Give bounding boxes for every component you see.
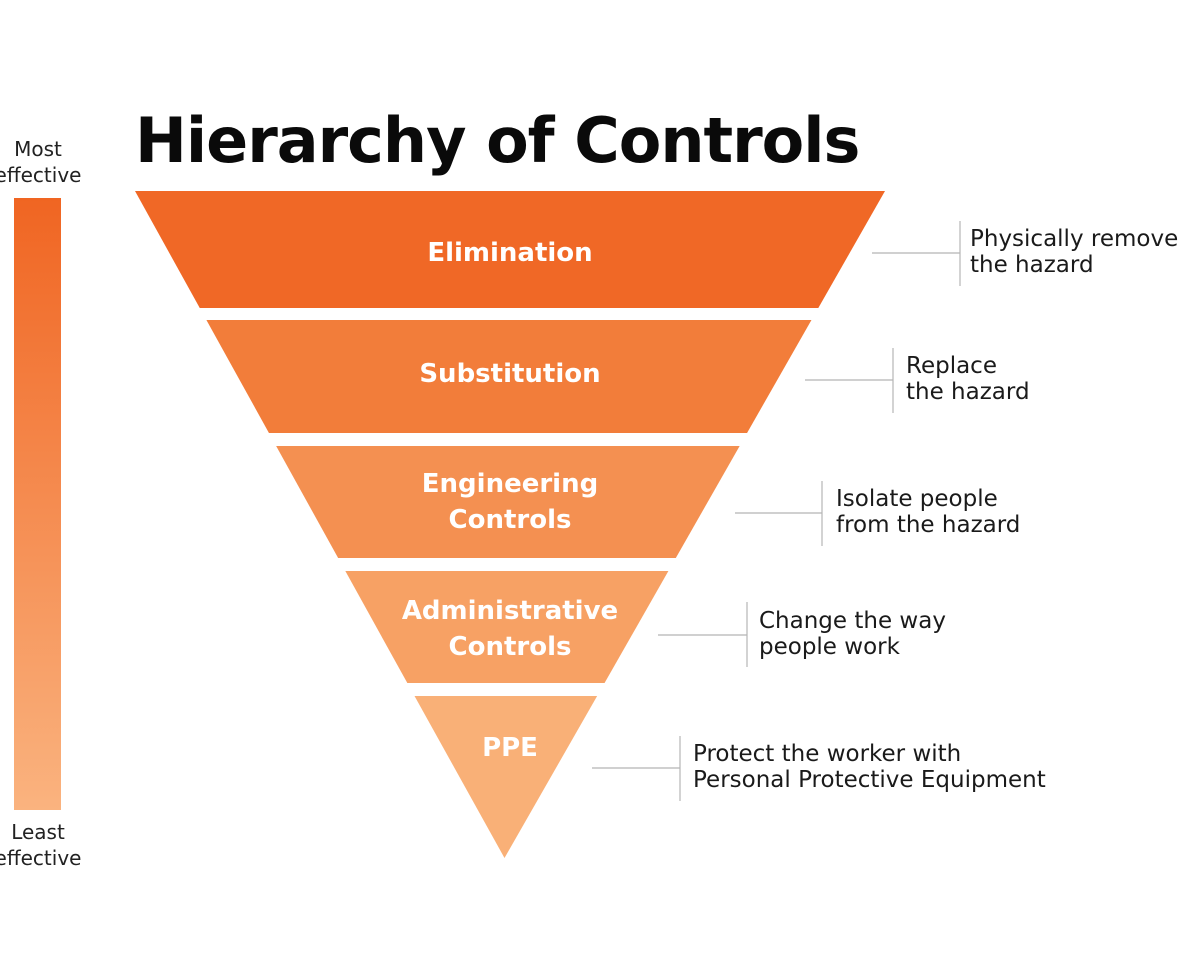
tier-band-administrative <box>345 571 669 683</box>
scale-top-line2: effective <box>0 163 82 187</box>
desc-line1: Replace <box>906 353 997 379</box>
tier-label-administrative-line2: Controls <box>449 632 572 662</box>
scale-bottom-label: Least effective <box>0 819 93 871</box>
page-title: Hierarchy of Controls <box>135 104 860 177</box>
tier-band-engineering <box>276 446 740 558</box>
tier-label-substitution: Substitution <box>419 359 600 389</box>
tier-band-elimination <box>135 191 885 308</box>
tier-label-engineering: Engineering <box>422 469 598 499</box>
desc-line2: from the hazard <box>836 512 1021 538</box>
desc-line2: people work <box>759 634 900 660</box>
desc-line1: Change the way <box>759 608 946 634</box>
tier-label-administrative: Administrative <box>402 596 618 626</box>
scale-bottom-line1: Least <box>11 820 65 844</box>
tier-label-ppe: PPE <box>482 733 538 763</box>
desc-line2: the hazard <box>970 252 1094 278</box>
tier-description-elimination: Physically remove the hazard <box>970 226 1178 278</box>
desc-line2: the hazard <box>906 379 1030 405</box>
tier-description-engineering: Isolate people from the hazard <box>836 486 1020 538</box>
desc-line1: Isolate people <box>836 486 998 512</box>
tier-label-engineering-line2: Controls <box>449 505 572 535</box>
tier-band-substitution <box>206 320 812 433</box>
tier-label-elimination: Elimination <box>427 238 592 268</box>
tier-description-substitution: Replace the hazard <box>906 353 1030 405</box>
scale-top-label: Most effective <box>0 136 93 188</box>
scale-top-line1: Most <box>14 137 62 161</box>
effectiveness-gradient-bar <box>14 198 61 810</box>
tier-band-ppe <box>414 696 598 858</box>
desc-line1: Protect the worker with <box>693 741 962 767</box>
tier-description-administrative: Change the way people work <box>759 608 946 660</box>
desc-line2: Personal Protective Equipment <box>693 767 1046 793</box>
tier-description-ppe: Protect the worker with Personal Protect… <box>693 741 1046 793</box>
scale-bottom-line2: effective <box>0 846 82 870</box>
desc-line1: Physically remove <box>970 226 1179 252</box>
